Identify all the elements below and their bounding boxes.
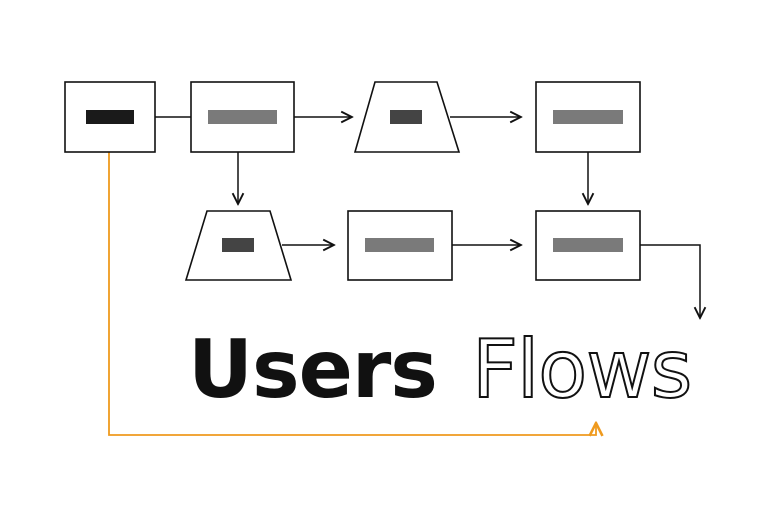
node-decision-2-bar — [222, 238, 254, 252]
node-step-3 — [347, 210, 453, 281]
flow-edges — [108, 117, 700, 435]
node-start — [64, 81, 156, 153]
node-step-1 — [190, 81, 295, 153]
node-decision-1-bar — [390, 110, 422, 124]
node-step-2 — [535, 81, 641, 153]
node-decision-1 — [353, 81, 461, 153]
node-step-1-bar — [208, 110, 277, 124]
node-step-4-bar — [553, 238, 623, 252]
edge-step-4-to-exit — [640, 244, 700, 318]
flow-nodes — [64, 81, 641, 281]
title-word-flows: Flows — [471, 322, 693, 417]
edge-start-to-title-accent — [108, 152, 596, 435]
node-step-3-bar — [365, 238, 434, 252]
title-word-users: Users — [188, 323, 438, 416]
node-decision-2 — [184, 210, 293, 281]
node-step-2-bar — [553, 110, 623, 124]
node-start-bar — [86, 110, 134, 124]
node-step-4 — [535, 210, 641, 281]
